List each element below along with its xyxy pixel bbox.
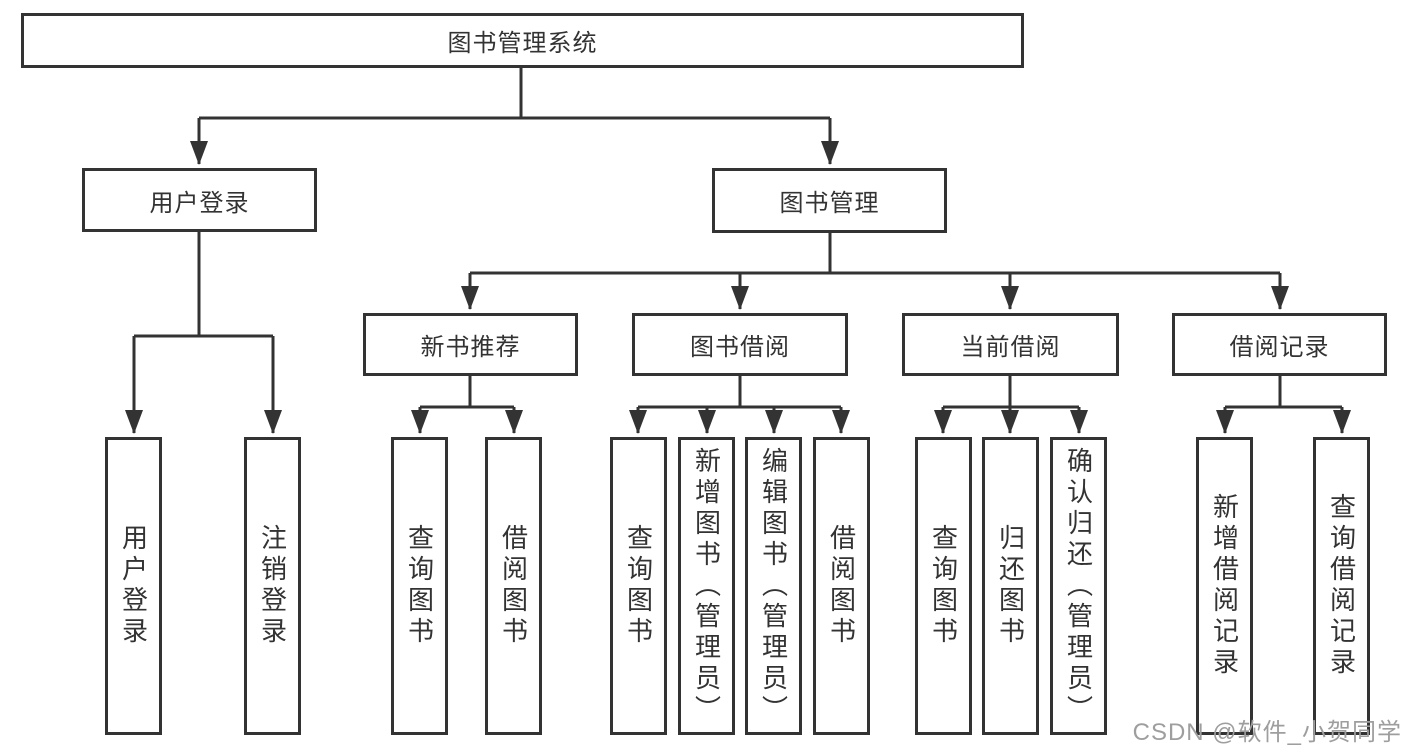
node-leaf-bb-query-books: 查询图书 — [610, 437, 667, 735]
node-label: 查询图书 — [928, 524, 959, 648]
node-label: 图书管理 — [779, 190, 880, 217]
node-new-book-recommend: 新书推荐 — [363, 313, 578, 376]
node-label: 借阅图书 — [498, 524, 529, 648]
node-label: 用户登录 — [149, 189, 250, 217]
node-borrow-records: 借阅记录 — [1172, 313, 1387, 376]
node-label: 归还图书 — [995, 524, 1026, 648]
node-label: 确认归还（管理员） — [1063, 446, 1094, 726]
node-label: 注销登录 — [257, 524, 288, 648]
node-leaf-bb-borrow-books: 借阅图书 — [813, 437, 870, 735]
node-leaf-bb-edit-books-admin: 编辑图书（管理员） — [745, 437, 802, 735]
csdn-watermark: CSDN @软件_小贺同学 — [1132, 719, 1402, 746]
node-user-login-branch: 用户登录 — [82, 168, 317, 232]
node-leaf-nb-query-books: 查询图书 — [391, 437, 448, 735]
node-label: 查询图书 — [623, 524, 654, 648]
node-label: 新增图书（管理员） — [691, 446, 722, 726]
connector-bus — [134, 68, 1342, 409]
node-leaf-cb-confirm-return-admin: 确认归还（管理员） — [1050, 437, 1107, 735]
node-leaf-rec-query-record: 查询借阅记录 — [1313, 437, 1370, 735]
node-label: 图书管理系统 — [447, 30, 598, 57]
node-leaf-cb-query-books: 查询图书 — [915, 437, 972, 735]
node-label: 新增借阅记录 — [1209, 493, 1240, 679]
node-book-borrow: 图书借阅 — [632, 313, 848, 376]
node-label: 新书推荐 — [420, 334, 521, 361]
node-leaf-rec-add-record: 新增借阅记录 — [1196, 437, 1253, 735]
node-leaf-logout: 注销登录 — [244, 437, 301, 735]
node-book-management-system: 图书管理系统 — [21, 13, 1024, 68]
node-book-management-branch: 图书管理 — [712, 168, 947, 233]
node-label: 查询图书 — [404, 524, 435, 648]
node-leaf-nb-borrow-books: 借阅图书 — [485, 437, 542, 735]
node-current-borrow: 当前借阅 — [902, 313, 1119, 376]
node-label: 借阅图书 — [826, 524, 857, 648]
node-leaf-bb-add-books-admin: 新增图书（管理员） — [678, 437, 735, 735]
node-label: 当前借阅 — [960, 334, 1061, 361]
node-label: 查询借阅记录 — [1326, 493, 1357, 679]
node-label: 图书借阅 — [690, 334, 790, 361]
node-leaf-cb-return-books: 归还图书 — [982, 437, 1039, 735]
node-label: 借阅记录 — [1229, 334, 1330, 361]
node-label: 用户登录 — [118, 524, 149, 648]
node-label: 编辑图书（管理员） — [758, 446, 789, 726]
node-leaf-user-login: 用户登录 — [105, 437, 162, 735]
